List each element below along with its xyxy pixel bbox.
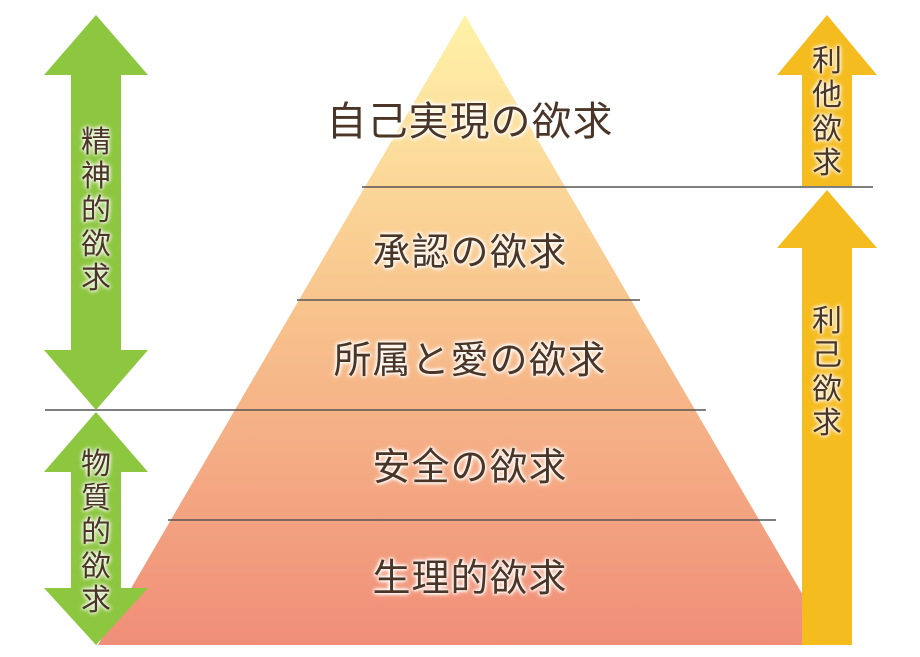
material-needs-label: 物質的欲求 <box>81 447 111 618</box>
level-physiological: 生理的欲求 <box>372 556 568 600</box>
material-double-arrow <box>44 412 148 645</box>
spiritual-needs-label: 精神的欲求 <box>81 125 111 296</box>
level-belonging-love: 所属と愛の欲求 <box>333 338 607 382</box>
spiritual-double-arrow <box>44 15 148 410</box>
egoism-needs-label: 利己欲求 <box>812 304 842 441</box>
level-esteem: 承認の欲求 <box>372 230 568 274</box>
egoism-arrow <box>777 190 877 645</box>
altruism-arrow <box>777 15 877 186</box>
level-self-actualization: 自己実現の欲求 <box>326 99 614 145</box>
pyramid <box>98 15 832 645</box>
altruism-needs-label: 利他欲求 <box>812 44 842 181</box>
level-safety: 安全の欲求 <box>372 445 568 489</box>
